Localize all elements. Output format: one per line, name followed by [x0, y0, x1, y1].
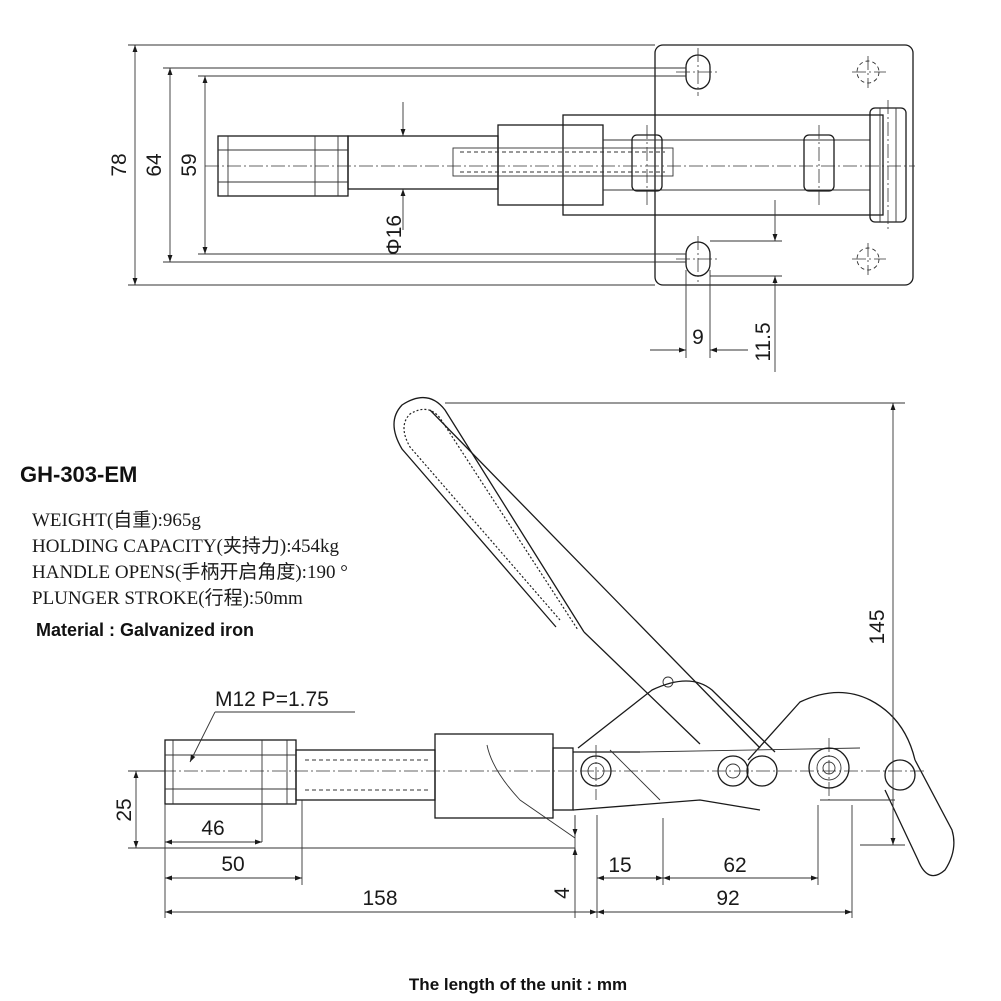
- dim-92: 92: [716, 887, 739, 910]
- model-title: GH-303-EM: [20, 462, 137, 487]
- dim-78: 78: [108, 153, 131, 176]
- dim-4: 4: [551, 887, 574, 899]
- dim-64: 64: [143, 153, 166, 177]
- dim-158: 158: [362, 887, 397, 910]
- spec-plunger-stroke: PLUNGER STROKE(行程):50mm: [32, 587, 303, 609]
- dim-11-5: 11.5: [752, 322, 775, 361]
- dim-46: 46: [201, 817, 224, 840]
- material-label: Material : Galvanized iron: [36, 620, 254, 640]
- side-view: M12 P=1.75 145 25 46 50 158 15 6: [113, 397, 955, 918]
- dim-9: 9: [692, 326, 704, 349]
- mounting-hole: [676, 48, 886, 282]
- thread-callout: M12 P=1.75: [215, 688, 329, 711]
- dim-59: 59: [178, 153, 201, 176]
- spec-block: GH-303-EM WEIGHT(自重):965g HOLDING CAPACI…: [20, 462, 348, 640]
- dim-25: 25: [113, 798, 136, 821]
- spec-weight: WEIGHT(自重):965g: [32, 509, 201, 531]
- top-view: 78 64 59 Φ16 9 11.5: [108, 44, 915, 372]
- dim-145: 145: [866, 609, 889, 644]
- dim-15: 15: [608, 854, 631, 877]
- unit-footnote: The length of the unit : mm: [409, 975, 627, 994]
- dim-phi16: Φ16: [383, 215, 406, 255]
- spec-holding-capacity: HOLDING CAPACITY(夹持力):454kg: [32, 535, 339, 557]
- spec-handle-opens: HANDLE OPENS(手柄开启角度):190 °: [32, 561, 348, 583]
- dim-62: 62: [723, 854, 746, 877]
- dim-50: 50: [221, 853, 244, 876]
